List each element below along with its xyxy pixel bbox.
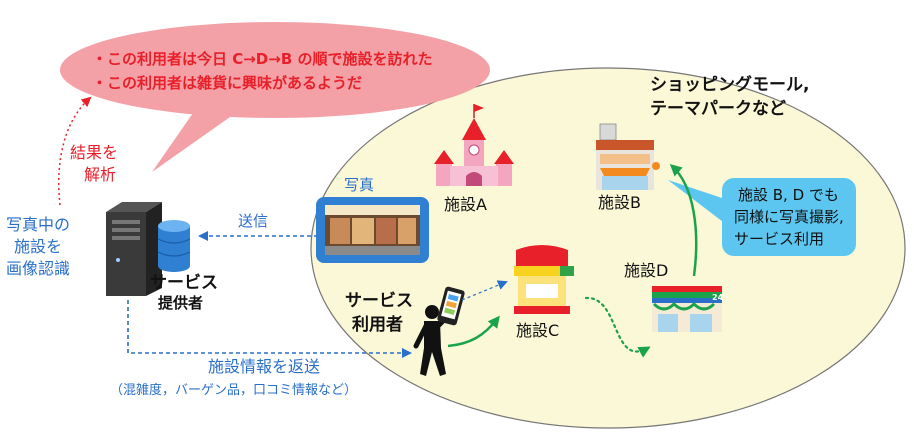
facility-c-stall-icon bbox=[514, 245, 574, 314]
user-label-line-1: サービス bbox=[345, 291, 413, 311]
speech-line-1: ・この利用者は今日 C→D→B の順で施設を訪れた bbox=[92, 50, 432, 68]
venue-label-line-2: テーマパークなど bbox=[650, 99, 786, 119]
database-icon bbox=[157, 220, 191, 272]
facility-b-label: 施設B bbox=[598, 193, 641, 212]
send-label: 送信 bbox=[238, 212, 268, 230]
server-icon bbox=[106, 202, 162, 296]
facility-a-castle-icon bbox=[434, 104, 514, 186]
callout-line-1: 施設 B, D でも bbox=[738, 186, 839, 204]
photo-label: 写真 bbox=[344, 176, 374, 194]
store-sign-text: 24 bbox=[712, 293, 724, 302]
analysis-speech-bubble: ・この利用者は今日 C→D→B の順で施設を訪れた ・この利用者は雑貨に興味があ… bbox=[60, 22, 490, 172]
speech-line-2: ・この利用者は雑貨に興味があるようだ bbox=[92, 74, 362, 92]
facility-d-label: 施設D bbox=[624, 261, 668, 280]
return-label: 施設情報を返送 bbox=[208, 357, 320, 376]
venue-label-line-1: ショッピングモール, bbox=[650, 74, 809, 95]
facility-c-label: 施設C bbox=[516, 321, 559, 340]
facility-b-shop-icon bbox=[596, 123, 660, 190]
route-arrow-to-c bbox=[447, 315, 500, 348]
phone-to-facility-c-arrow bbox=[461, 280, 508, 301]
facility-d-store-icon: 24 bbox=[652, 286, 724, 332]
callout-line-2: 同様に写真撮影, bbox=[734, 208, 844, 226]
user-person-icon bbox=[413, 305, 449, 376]
result-label-line-2: 解析 bbox=[84, 165, 116, 184]
provider-label-line-2: 提供者 bbox=[158, 294, 203, 312]
facility-a-label: 施設A bbox=[444, 195, 487, 214]
provider-label-line-1: サービス bbox=[150, 273, 218, 293]
venue-ellipse bbox=[310, 67, 906, 429]
recognition-label-line-3: 画像認識 bbox=[6, 259, 70, 278]
return-sublabel: （混雑度，バーゲン品，口コミ情報など） bbox=[110, 382, 357, 398]
user-label-line-2: 利用者 bbox=[352, 314, 403, 335]
callout-line-3: サービス利用 bbox=[734, 230, 824, 248]
photo-frame bbox=[316, 197, 429, 263]
return-arrow bbox=[127, 300, 412, 358]
result-label-line-1: 結果を bbox=[70, 143, 118, 162]
recognition-label-line-2: 施設を bbox=[14, 237, 62, 256]
recognition-label-line-1: 写真中の bbox=[6, 215, 70, 234]
route-arrow-d-to-b bbox=[669, 163, 698, 277]
route-arrow-c-to-d bbox=[584, 296, 651, 358]
smartphone-icon bbox=[437, 286, 465, 326]
